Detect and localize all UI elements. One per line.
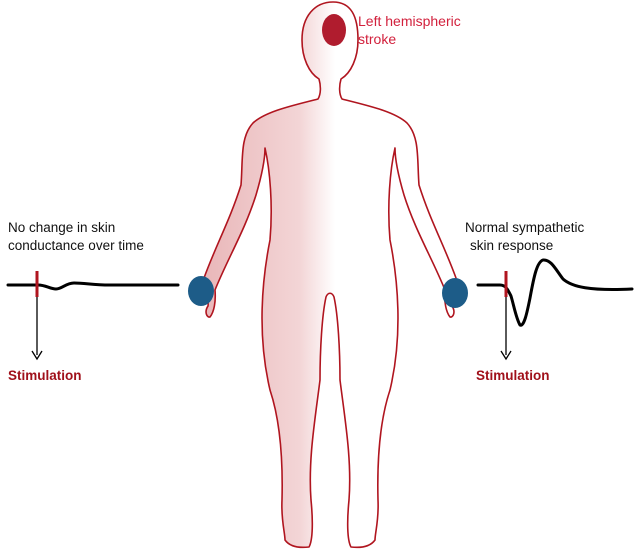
left-caption-line-2: conductance over time bbox=[8, 238, 144, 253]
left-caption: No change in skin conductance over time bbox=[8, 219, 144, 255]
stroke-label: Left hemispheric stroke bbox=[358, 12, 461, 48]
right-stimulation-label: Stimulation bbox=[476, 368, 550, 383]
right-skin-response-trace bbox=[476, 258, 634, 327]
stroke-label-line-2: stroke bbox=[358, 31, 397, 47]
left-stimulation-arrowhead bbox=[31, 350, 43, 361]
right-stimulation-arrowhead bbox=[500, 350, 512, 361]
right-electrode bbox=[442, 278, 468, 308]
stroke-label-line-1: Left hemispheric bbox=[358, 13, 461, 29]
left-skin-conductance-trace bbox=[6, 281, 180, 291]
right-caption-line-1: Normal sympathetic bbox=[465, 220, 585, 235]
stroke-lesion bbox=[322, 14, 346, 46]
left-caption-line-1: No change in skin bbox=[8, 220, 116, 235]
right-caption-line-2: skin response bbox=[470, 238, 554, 253]
left-stimulation-label: Stimulation bbox=[8, 368, 82, 383]
body-silhouette bbox=[203, 1, 457, 549]
left-electrode bbox=[188, 276, 214, 306]
right-caption: Normal sympathetic skin response bbox=[465, 219, 584, 255]
